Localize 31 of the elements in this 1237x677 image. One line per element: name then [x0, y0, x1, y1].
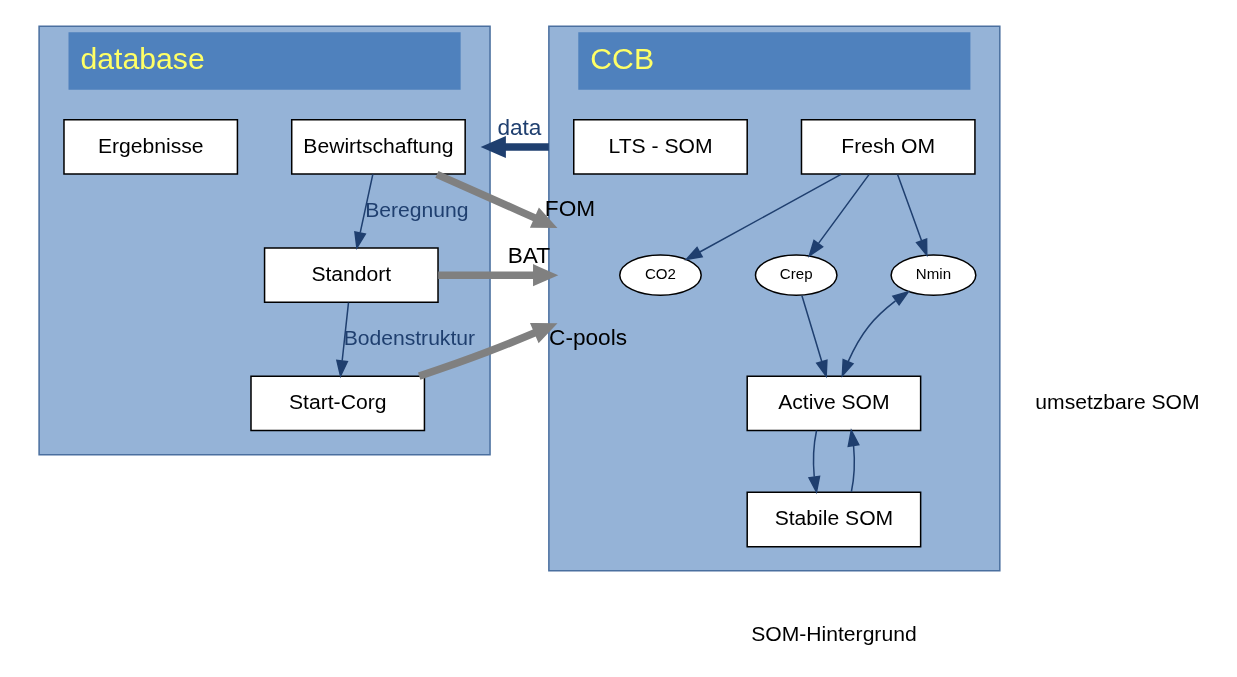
node-box: Active SOM [745, 375, 921, 432]
arrow [480, 135, 549, 158]
arrow [807, 173, 870, 258]
label: umsetzbare SOM [1034, 389, 1200, 413]
node-ellipse: Nmin [889, 254, 977, 297]
edge-label: data [496, 114, 541, 140]
arrow [896, 173, 928, 258]
arrow [683, 173, 842, 261]
node-box: Standort [263, 247, 439, 304]
arrow [807, 429, 820, 495]
arrow [434, 170, 557, 228]
edge-label: C-pools [548, 324, 627, 350]
edge-label: Bodenstruktur [343, 325, 475, 349]
edge-label: Beregnung [364, 197, 469, 221]
node-box: Ergebnisse [62, 119, 238, 175]
edge-label: FOM [544, 196, 595, 222]
arrow [841, 290, 910, 378]
node-box: Bewirtschaftung [290, 119, 466, 175]
arrow [846, 428, 860, 493]
arrow [353, 173, 374, 250]
arrow [437, 264, 558, 287]
node-box: Start-Corg [249, 375, 425, 432]
arrow [335, 301, 349, 379]
node-ellipse: Crep [754, 254, 838, 297]
node-box: Fresh OM [800, 119, 976, 175]
label: SOM-Hintergrund [750, 622, 917, 646]
arrow [417, 322, 558, 380]
node-box: LTS - SOM [572, 119, 748, 175]
node-box: Stabile SOM [745, 491, 921, 548]
arrow [800, 294, 828, 379]
node-ellipse: CO2 [618, 254, 702, 297]
